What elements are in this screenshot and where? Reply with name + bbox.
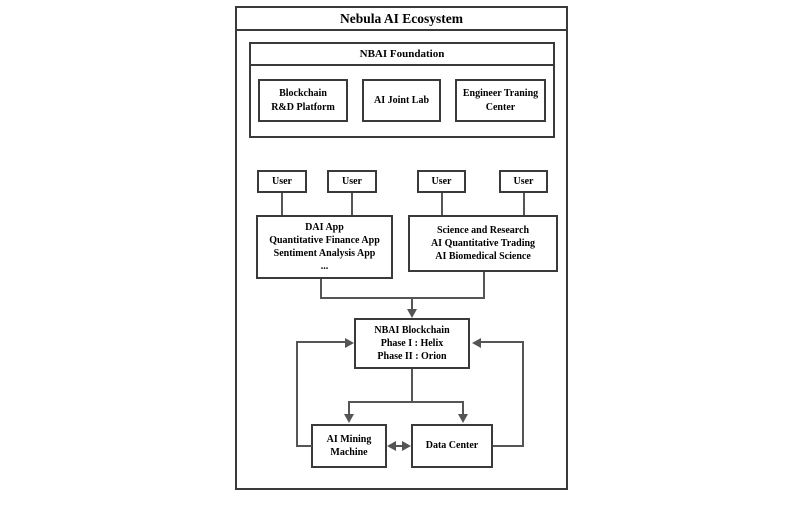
app-left-line-1: DAI App: [305, 221, 344, 233]
arrowhead-right-into-datacenter: [402, 441, 411, 451]
pillar-label-line1: Blockchain: [279, 88, 327, 100]
user-box-4[interactable]: User: [499, 170, 548, 193]
arrowhead-down-into-datacenter: [458, 414, 468, 423]
blockchain-box-nbai[interactable]: NBAI Blockchain Phase I : Helix Phase II…: [354, 318, 470, 369]
connector-split-to-datacenter: [462, 401, 464, 415]
app-box-consumer-apps[interactable]: DAI App Quantitative Finance App Sentime…: [256, 215, 393, 279]
app-right-line-3: AI Biomedical Science: [435, 251, 531, 263]
pillar-label-line1: Engineer Traning: [462, 88, 539, 100]
user-box-3[interactable]: User: [417, 170, 466, 193]
page-title: Nebula AI Ecosystem: [235, 6, 568, 31]
connector-datacenter-return-up: [522, 341, 524, 447]
arrowhead-left-into-blockchain: [472, 338, 481, 348]
connector-user4-to-app-right: [523, 193, 525, 215]
connector-datacenter-return-out: [493, 445, 524, 447]
foundation-title: NBAI Foundation: [249, 42, 555, 66]
blockchain-line-3: Phase II : Orion: [377, 351, 447, 363]
pillar-label-line2: R&D Platform: [271, 101, 335, 113]
infrastructure-box-ai-mining-machine[interactable]: AI Mining Machine: [311, 424, 387, 468]
arrowhead-left-into-mining: [387, 441, 396, 451]
connector-app-left-down: [320, 279, 322, 299]
infrastructure-box-data-center[interactable]: Data Center: [411, 424, 493, 468]
arrowhead-down-into-mining: [344, 414, 354, 423]
connector-app-right-down: [483, 272, 485, 299]
arrowhead-down-into-blockchain: [407, 309, 417, 318]
app-left-line-3: Sentiment Analysis App: [273, 248, 376, 259]
pillar-label-line2: Center: [485, 101, 516, 113]
connector-datacenter-return-in: [481, 341, 524, 343]
user-box-1[interactable]: User: [257, 170, 307, 193]
connector-merge-to-blockchain: [411, 297, 413, 310]
app-left-line-2: Quantitative Finance App: [269, 234, 380, 246]
connector-user2-to-app-left: [351, 193, 353, 215]
app-box-research-apps[interactable]: Science and Research AI Quantitative Tra…: [408, 215, 558, 272]
app-right-line-1: Science and Research: [436, 224, 530, 236]
connector-split-to-mining: [348, 401, 350, 415]
connector-blockchain-down: [411, 369, 413, 402]
connector-user1-to-app-left: [281, 193, 283, 215]
blockchain-line-1: NBAI Blockchain: [374, 324, 450, 336]
connector-mining-return-in: [296, 341, 345, 343]
foundation-box-blockchain-rd-platform[interactable]: Blockchain R&D Platform: [258, 79, 348, 122]
mining-line-1: AI Mining: [326, 433, 372, 445]
app-right-line-2: AI Quantitative Trading: [430, 237, 536, 249]
connector-user3-to-app-right: [441, 193, 443, 215]
user-box-2[interactable]: User: [327, 170, 377, 193]
connector-mining-datacenter: [392, 445, 406, 447]
connector-apps-merge-bus: [320, 297, 485, 299]
connector-bottom-split-bus: [348, 401, 464, 403]
connector-mining-return-out: [296, 445, 312, 447]
connector-mining-return-up: [296, 341, 298, 447]
blockchain-line-2: Phase I : Helix: [380, 337, 444, 349]
app-left-line-4: ...: [320, 261, 329, 273]
foundation-box-ai-joint-lab[interactable]: AI Joint Lab: [362, 79, 441, 122]
pillar-label-line1: AI Joint Lab: [373, 94, 429, 106]
arrowhead-right-into-blockchain: [345, 338, 354, 348]
foundation-box-engineer-training-center[interactable]: Engineer Traning Center: [455, 79, 546, 122]
mining-line-2: Machine: [330, 447, 368, 458]
